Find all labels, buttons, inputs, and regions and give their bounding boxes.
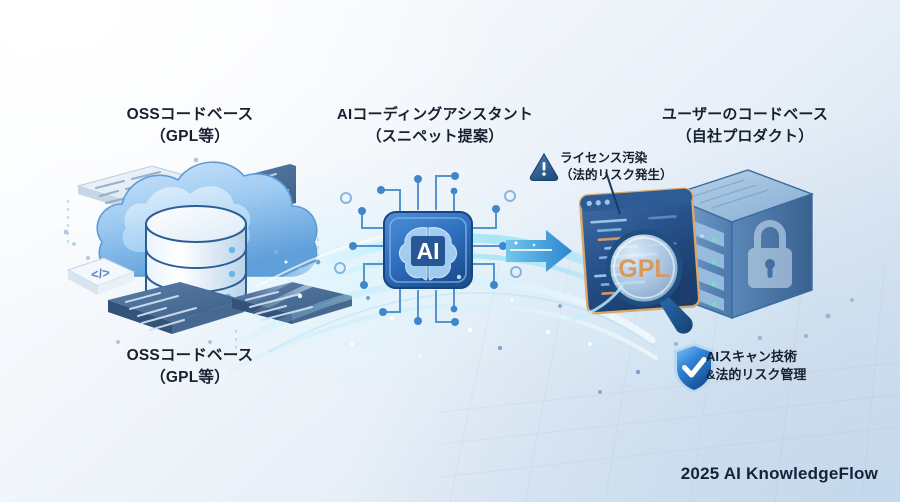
code-icon-tile: </> [66, 257, 136, 295]
label-license-warning: ライセンス汚染 （法的リスク発生） [560, 151, 673, 182]
circuit-traces [356, 175, 500, 323]
ai-chip-icon: AI [334, 172, 522, 326]
warning-pointer-line [605, 171, 621, 215]
user-codebase-cluster: GPL [570, 169, 815, 334]
magnifier-icon: GPL [605, 229, 693, 334]
padlock-icon [748, 220, 792, 288]
shield-check-icon [674, 343, 714, 393]
flow-particles [284, 260, 614, 358]
magnifier-gpl-label: GPL [618, 255, 669, 283]
code-snippet-card-icon [108, 282, 244, 334]
right-arrow-icon [506, 230, 572, 272]
warning-triangle-icon [529, 152, 559, 181]
right-decorative-dots [674, 298, 854, 346]
chip-ai-label: AI [417, 238, 440, 264]
circuit-rings [334, 190, 522, 278]
label-user-codebase: ユーザーのコードベース （自社プロダクト） [661, 106, 829, 145]
label-oss-codebase-top: OSSコードベース （GPL等） [126, 106, 254, 146]
label-oss-codebase-bottom: OSSコードベース （GPL等） [126, 347, 254, 387]
footer-branding: 2025 AI KnowledgeFlow [680, 464, 878, 483]
label-ai-scan: AIスキャン技術 &法的リスク管理 [706, 349, 807, 382]
circuit-nodes [349, 172, 507, 326]
editor-glow-streak [570, 284, 624, 322]
label-ai-assistant: AIコーディングアシスタント （スニペット提案） [336, 106, 534, 145]
code-icon-glyph: </> [90, 265, 111, 282]
